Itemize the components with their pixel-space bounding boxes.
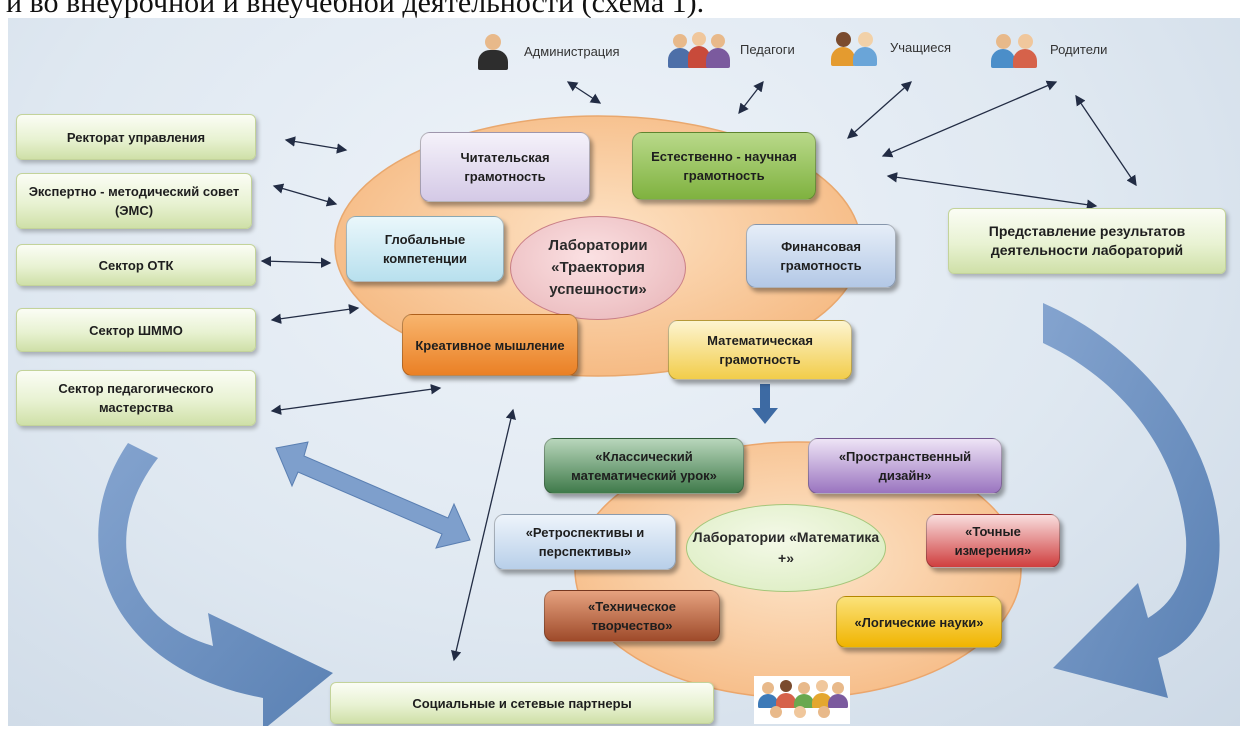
connector-shmmo <box>270 304 360 324</box>
stakeholder-administration: Администрация <box>474 32 620 70</box>
lab-reading: Читательская грамотность <box>420 132 590 202</box>
lab-creative: Креативное мышление <box>402 314 578 376</box>
lab-retro: «Ретроспективы и перспективы» <box>494 514 676 570</box>
caption: и во внеурочной и внеучебной деятельност… <box>6 0 705 19</box>
stakeholder-label: Администрация <box>524 43 620 59</box>
stakeholder-teachers: Педагоги <box>668 30 795 68</box>
lab-math-literacy: Математическая грамотность <box>668 320 852 380</box>
diagonal-double-arrow <box>275 441 471 549</box>
students-icon <box>830 28 880 66</box>
connector-pedagogical <box>270 384 442 415</box>
right-curved-arrow <box>1043 303 1220 698</box>
box-otk: Сектор ОТК <box>16 244 256 286</box>
connector-rectorate <box>284 136 348 154</box>
diagram-canvas: Администрация Педагоги Учащиеся Родители <box>8 18 1240 726</box>
connector-students <box>847 81 912 139</box>
lab-financial: Финансовая грамотность <box>746 224 896 288</box>
left-curved-arrow <box>98 443 333 726</box>
stakeholder-parents: Родители <box>990 30 1107 68</box>
connector-science-results <box>886 172 1098 210</box>
stakeholder-label: Родители <box>1050 41 1108 57</box>
teachers-icon <box>668 30 730 68</box>
lab-spatial: «Пространственный дизайн» <box>808 438 1002 494</box>
connector-parents-results <box>1075 94 1137 187</box>
lab-global: Глобальные компетенции <box>346 216 504 282</box>
stakeholder-label: Учащиеся <box>890 39 951 55</box>
box-pedagogical: Сектор педагогического мастерства <box>16 370 256 426</box>
center-trajectory: Лаборатории «Траектория успешности» <box>510 216 686 320</box>
lab-classic: «Классический математический урок» <box>544 438 744 494</box>
connector-ems <box>272 183 338 207</box>
parents-icon <box>990 30 1040 68</box>
stakeholder-label: Педагоги <box>740 41 795 57</box>
businessman-icon <box>474 32 514 70</box>
lab-science: Естественно - научная грамотность <box>632 132 816 200</box>
center-math-plus: Лаборатории «Математика +» <box>686 504 886 592</box>
connector-admin <box>566 81 602 104</box>
connector-otk <box>260 256 332 268</box>
down-arrow <box>752 384 778 424</box>
lab-logic: «Логические науки» <box>836 596 1002 648</box>
box-partners: Социальные и сетевые партнеры <box>330 682 714 724</box>
box-shmmo: Сектор ШММО <box>16 308 256 352</box>
group-people-icon <box>754 676 850 724</box>
lab-technical: «Техническое творчество» <box>544 590 720 642</box>
stakeholder-students: Учащиеся <box>830 28 951 66</box>
connector-partners <box>451 408 516 662</box>
box-rectorate: Ректорат управления <box>16 114 256 160</box>
box-expert-council: Экспертно - методический совет (ЭМС) <box>16 173 252 229</box>
box-results: Представление результатов деятельности л… <box>948 208 1226 274</box>
connector-teachers <box>738 80 764 115</box>
connector-parents <box>881 80 1058 158</box>
lab-measure: «Точные измерения» <box>926 514 1060 568</box>
